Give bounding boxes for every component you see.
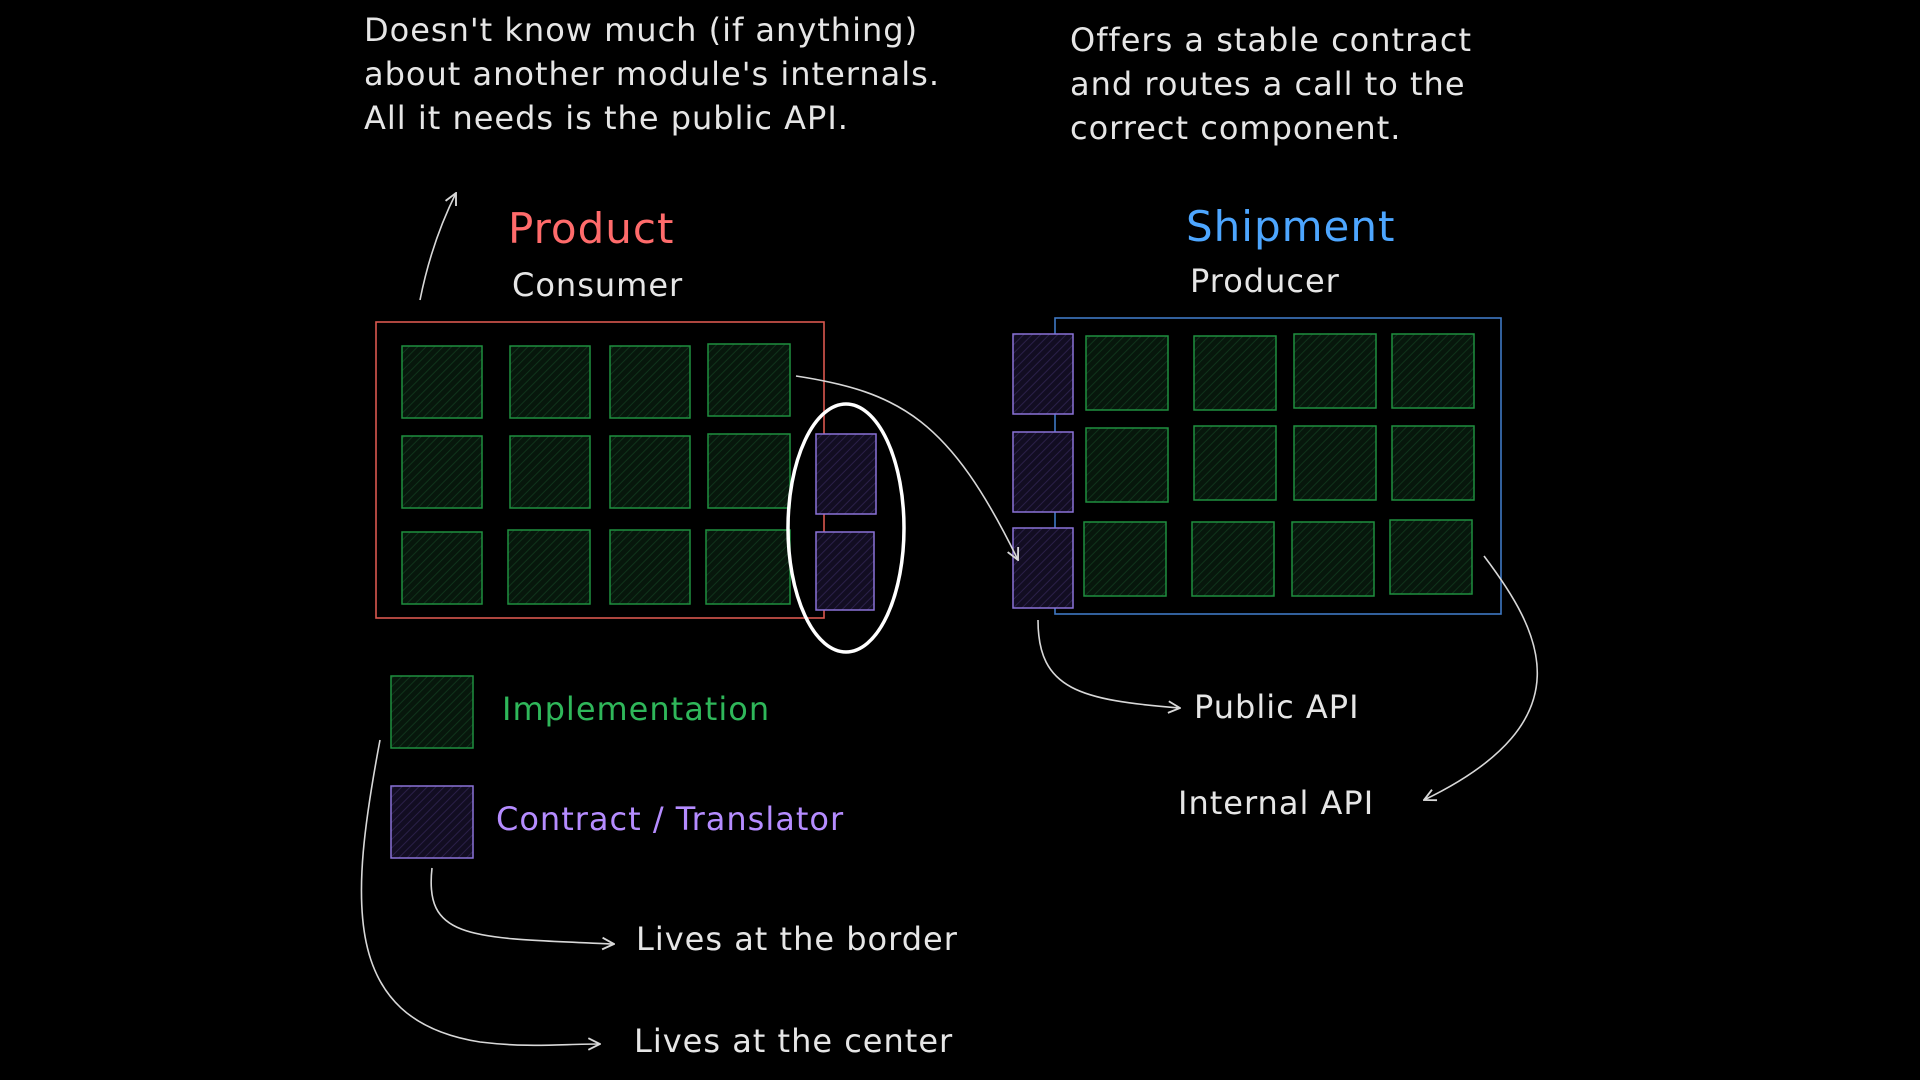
impl-block bbox=[1193, 335, 1277, 411]
impl-block bbox=[1085, 335, 1169, 411]
shipment-implementation-grid bbox=[1083, 333, 1475, 597]
legend-contract-label: Contract / Translator bbox=[496, 800, 845, 838]
impl-block bbox=[401, 435, 483, 509]
product-implementation-grid bbox=[401, 343, 791, 605]
impl-block bbox=[1389, 519, 1473, 595]
arrow-call-to-contract bbox=[795, 375, 1018, 560]
arrow-lives-at-border bbox=[430, 867, 614, 944]
impl-block bbox=[705, 529, 791, 605]
impl-block bbox=[1391, 333, 1475, 409]
product-title: Product bbox=[508, 204, 675, 253]
impl-block bbox=[401, 345, 483, 419]
producer-note: Offers a stable contract and routes a ca… bbox=[1070, 18, 1472, 150]
consumer-note-line: about another module's internals. bbox=[364, 55, 940, 93]
producer-note-line: Offers a stable contract bbox=[1070, 21, 1472, 59]
consumer-note-line: All it needs is the public API. bbox=[364, 99, 849, 137]
shipment-role: Producer bbox=[1190, 262, 1340, 300]
impl-block bbox=[1193, 425, 1277, 501]
shipment-contract-block bbox=[1012, 333, 1074, 415]
impl-block bbox=[609, 529, 691, 605]
impl-block bbox=[509, 345, 591, 419]
legend-implementation-swatch bbox=[390, 675, 474, 749]
annotation-internal-api: Internal API bbox=[1178, 784, 1375, 822]
shipment-contract-block bbox=[1012, 431, 1074, 513]
impl-block bbox=[707, 433, 791, 509]
arrow-internal-api bbox=[1424, 555, 1539, 800]
contract-highlight-ellipse bbox=[786, 402, 906, 654]
impl-block bbox=[1391, 425, 1475, 501]
shipment-contract-column bbox=[1012, 333, 1074, 609]
product-contract-block bbox=[815, 531, 875, 611]
impl-block bbox=[1293, 333, 1377, 409]
impl-block bbox=[507, 529, 591, 605]
legend-implementation-label: Implementation bbox=[502, 690, 771, 728]
shipment-contract-block bbox=[1012, 527, 1074, 609]
impl-block bbox=[609, 435, 691, 509]
impl-block bbox=[1191, 521, 1275, 597]
product-role: Consumer bbox=[512, 266, 684, 304]
shipment-title: Shipment bbox=[1186, 202, 1396, 251]
annotation-public-api: Public API bbox=[1194, 688, 1360, 726]
annotation-lives-at-center: Lives at the center bbox=[634, 1022, 954, 1060]
legend-contract-swatch bbox=[390, 785, 474, 859]
producer-note-line: correct component. bbox=[1070, 109, 1402, 147]
arrow-consumer-note bbox=[419, 193, 456, 301]
impl-block bbox=[401, 531, 483, 605]
producer-note-line: and routes a call to the bbox=[1070, 65, 1466, 103]
impl-block bbox=[1293, 425, 1377, 501]
impl-block bbox=[1083, 521, 1167, 597]
impl-block bbox=[509, 435, 591, 509]
annotation-lives-at-border: Lives at the border bbox=[636, 920, 958, 958]
impl-block bbox=[609, 345, 691, 419]
arrow-public-api bbox=[1037, 619, 1180, 708]
product-contract-block bbox=[815, 433, 877, 515]
impl-block bbox=[1085, 427, 1169, 503]
impl-block bbox=[1291, 521, 1375, 597]
consumer-note: Doesn't know much (if anything) about an… bbox=[364, 8, 940, 140]
consumer-note-line: Doesn't know much (if anything) bbox=[364, 11, 919, 49]
impl-block bbox=[707, 343, 791, 417]
arrow-lives-at-center bbox=[360, 739, 600, 1045]
